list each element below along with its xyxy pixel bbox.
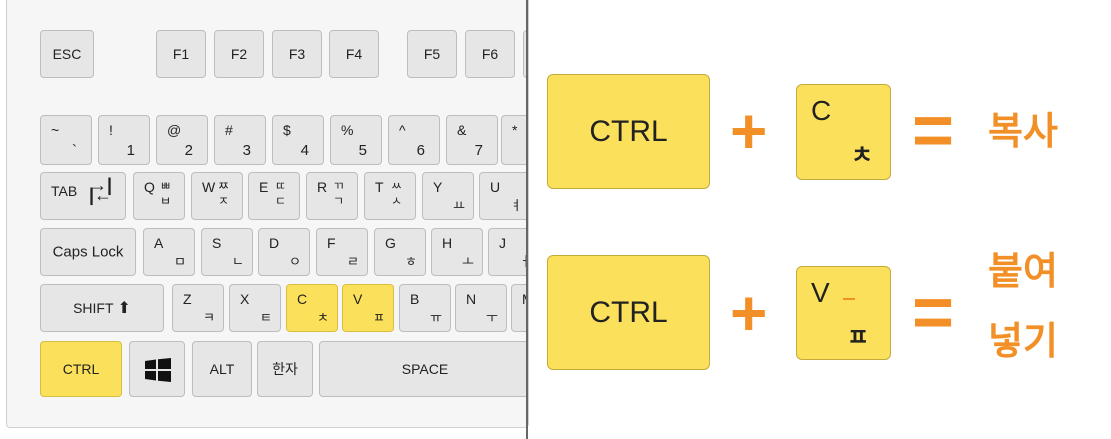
key-ctrl-highlighted: CTRL bbox=[40, 341, 122, 397]
key-1: !1 bbox=[98, 115, 150, 165]
key-tab: TAB →||← bbox=[40, 172, 126, 220]
paste-v-key: V ㅍ bbox=[796, 266, 891, 360]
key-f3: F3 bbox=[272, 30, 322, 78]
key-windows bbox=[129, 341, 185, 397]
paste-ctrl-key: CTRL bbox=[547, 255, 710, 370]
key-4: $4 bbox=[272, 115, 324, 165]
key-6: ^6 bbox=[388, 115, 440, 165]
copy-c-key: C ㅊ bbox=[796, 84, 891, 180]
key-esc: ESC bbox=[40, 30, 94, 78]
key-space: SPACE bbox=[319, 341, 528, 397]
paste-result-label-line1: 붙여 bbox=[988, 251, 1058, 293]
key-f1: F1 bbox=[156, 30, 206, 78]
key-alt: ALT bbox=[192, 341, 252, 397]
paste-result-label-line2: 넣기 bbox=[988, 321, 1058, 363]
key-shift: SHIFT⬆ bbox=[40, 284, 164, 332]
key-hanja: 한자 bbox=[257, 341, 313, 397]
keyboard-illustration: ESC F1 F2 F3 F4 F5 F6 ~` !1 @2 #3 $4 %5 … bbox=[6, 0, 529, 428]
key-3: #3 bbox=[214, 115, 266, 165]
copy-plus-sign: + bbox=[730, 95, 768, 167]
shift-arrow-icon: ⬆ bbox=[117, 300, 131, 317]
key-m-partial: M bbox=[511, 284, 528, 332]
key-f2: F2 bbox=[214, 30, 264, 78]
tab-arrows-icon: →||← bbox=[89, 175, 113, 205]
paste-equals-sign: = bbox=[912, 273, 955, 353]
panel-divider bbox=[526, 0, 528, 439]
cursor-mark-icon bbox=[843, 298, 855, 300]
key-f7-partial bbox=[523, 30, 528, 78]
copy-result-label: 복사 bbox=[988, 111, 1058, 153]
paste-plus-sign: + bbox=[730, 277, 768, 349]
key-2: @2 bbox=[156, 115, 208, 165]
key-f4: F4 bbox=[329, 30, 379, 78]
copy-equals-sign: = bbox=[912, 91, 955, 171]
windows-logo-icon bbox=[145, 358, 171, 382]
key-7: &7 bbox=[446, 115, 498, 165]
key-f6: F6 bbox=[465, 30, 515, 78]
key-8-partial: * bbox=[501, 115, 528, 165]
key-tilde: ~` bbox=[40, 115, 92, 165]
key-caps-lock: Caps Lock bbox=[40, 228, 136, 276]
key-j: Jㅓ bbox=[488, 228, 528, 276]
copy-ctrl-key: CTRL bbox=[547, 74, 710, 189]
key-5: %5 bbox=[330, 115, 382, 165]
key-f5: F5 bbox=[407, 30, 457, 78]
